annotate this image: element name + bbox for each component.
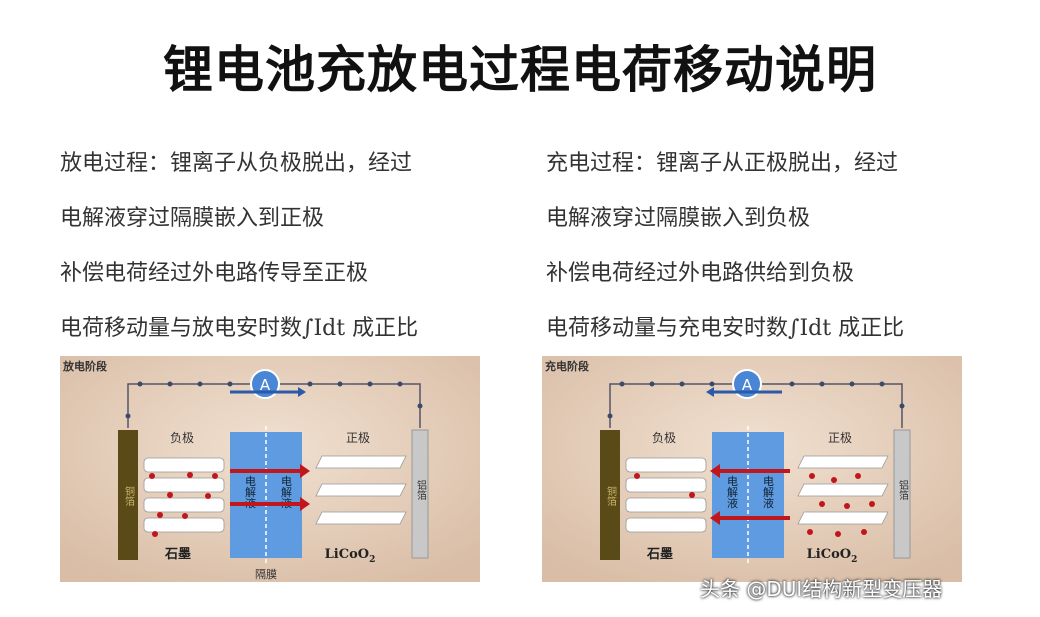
discharge-line-1: 放电过程：锂离子从负极脱出，经过 <box>60 151 413 176</box>
ammeter-label: A <box>742 376 753 394</box>
aluminum-foil <box>411 429 429 559</box>
electrolyte-label-2: 电解液 <box>280 475 293 509</box>
lithium-ions-cathode <box>807 473 875 537</box>
anode-label: 负极 <box>652 431 676 445</box>
charge-line-4: 电荷移动量与充电安时数∫Idt 成正比 <box>546 316 905 341</box>
electron-dots <box>607 381 905 419</box>
graphite-layers <box>143 457 225 533</box>
charge-line-1: 充电过程：锂离子从正极脱出，经过 <box>546 151 899 176</box>
licoo2-label: LiCoO2 <box>807 547 858 565</box>
lithium-ions-anode <box>149 472 218 537</box>
separator-label: 隔膜 <box>255 568 277 581</box>
electrolyte <box>712 432 784 558</box>
electrolyte-label-2: 电解液 <box>762 475 775 509</box>
licoo2-layers <box>797 455 889 525</box>
page-title: 锂电池充放电过程电荷移动说明 <box>163 41 877 99</box>
electrolyte-label-1: 电解液 <box>726 475 739 509</box>
charge-line-3: 补偿电荷经过外电路供给到负极 <box>546 261 855 286</box>
charge-stage-label: 充电阶段 <box>545 360 589 373</box>
ion-flow-arrows <box>230 464 310 511</box>
charge-diagram: A 铜箔 负极 石墨 电解液 电解液 正极 <box>542 356 962 582</box>
cathode-label: 正极 <box>346 431 370 445</box>
discharge-line-2: 电解液穿过隔膜嵌入到正极 <box>60 206 325 231</box>
graphite-label: 石墨 <box>164 547 191 562</box>
anode-label: 负极 <box>170 431 194 445</box>
ammeter-label: A <box>260 376 271 394</box>
graphite-layers <box>625 457 707 533</box>
copper-foil-label: 铜箔 <box>123 486 135 507</box>
discharge-line-3: 补偿电荷经过外电路传导至正极 <box>60 261 369 286</box>
discharge-diagram: A 铜箔 负极 石墨 电解液 电解液 <box>60 356 480 582</box>
electrolyte <box>230 432 302 558</box>
charge-description: 充电过程：锂离子从正极脱出，经过 电解液穿过隔膜嵌入到负极 补偿电荷经过外电路供… <box>546 136 1016 356</box>
electrolyte-label-1: 电解液 <box>244 475 257 509</box>
licoo2-layers <box>315 455 407 525</box>
aluminum-foil <box>893 429 911 559</box>
watermark: 头条 @DUI结构新型变压器 <box>700 577 943 601</box>
licoo2-label: LiCoO2 <box>325 547 376 565</box>
copper-foil <box>600 430 620 560</box>
discharge-line-4: 电荷移动量与放电安时数∫Idt 成正比 <box>60 316 419 341</box>
discharge-stage-label: 放电阶段 <box>63 360 107 373</box>
aluminum-foil-label: 铝箔 <box>897 480 909 501</box>
charge-line-2: 电解液穿过隔膜嵌入到负极 <box>546 206 811 231</box>
graphite-label: 石墨 <box>646 547 673 562</box>
aluminum-foil-label: 铝箔 <box>415 480 427 501</box>
copper-foil <box>118 430 138 560</box>
copper-foil-label: 铜箔 <box>605 486 617 507</box>
cathode-label: 正极 <box>828 431 852 445</box>
ion-flow-arrows <box>710 464 790 525</box>
lithium-ions-anode <box>634 473 695 498</box>
discharge-description: 放电过程：锂离子从负极脱出，经过 电解液穿过隔膜嵌入到正极 补偿电荷经过外电路传… <box>60 136 530 356</box>
electron-dots <box>125 381 423 419</box>
